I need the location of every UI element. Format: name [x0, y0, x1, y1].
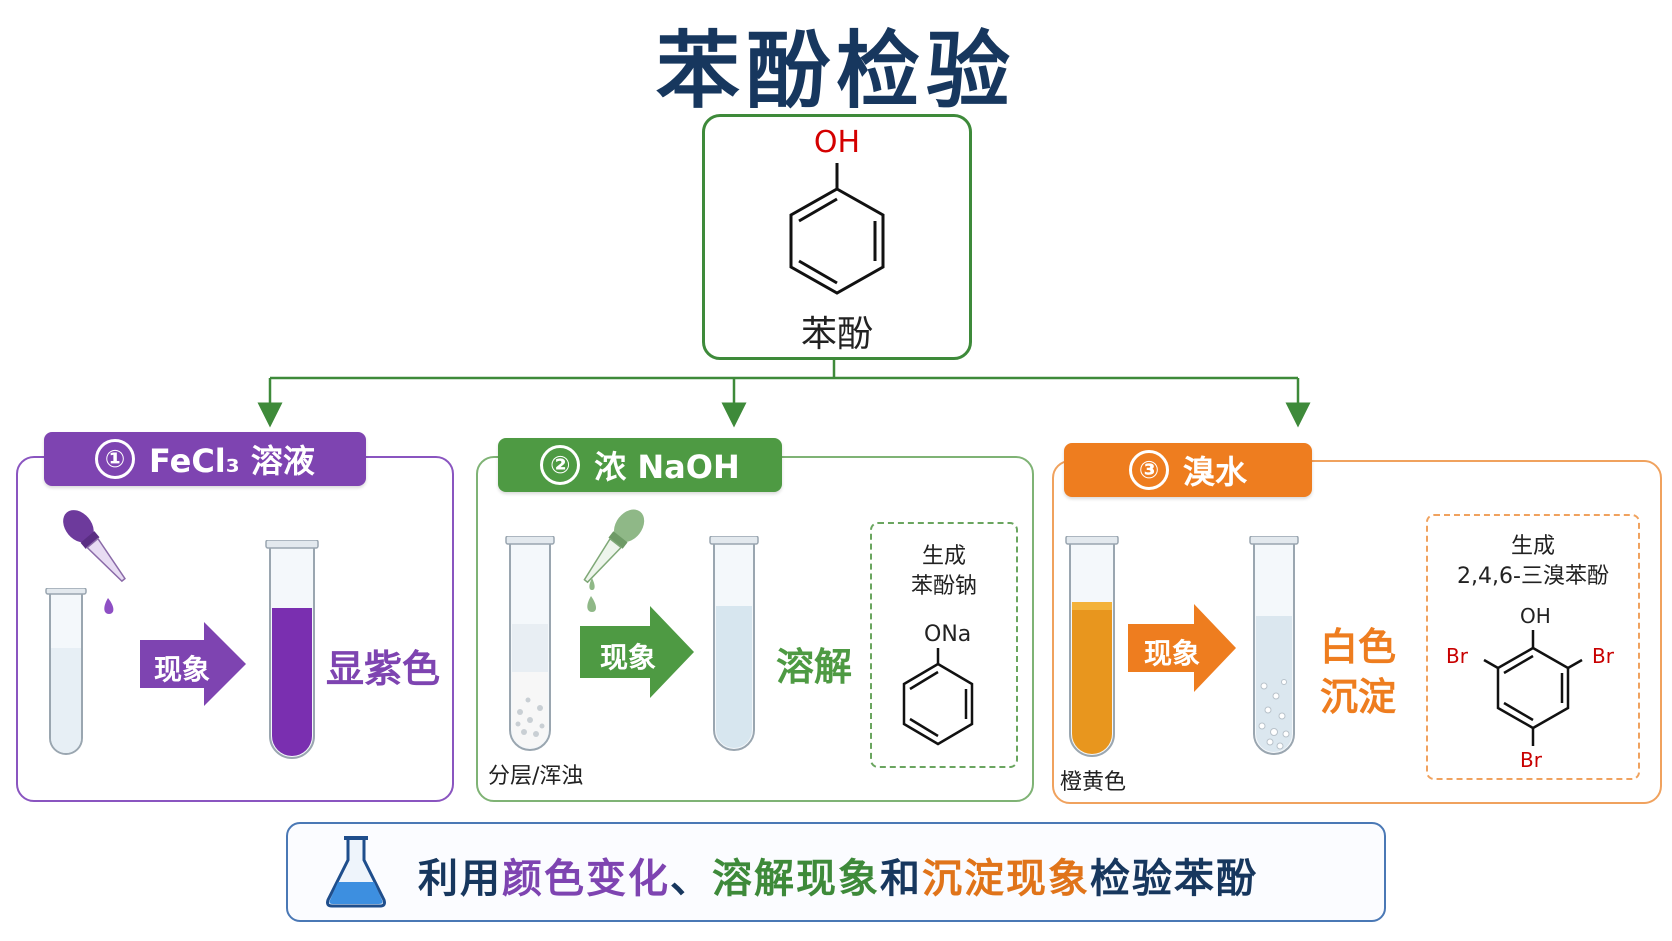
dropper-icon	[63, 510, 126, 614]
result-text: 溶解	[776, 645, 853, 689]
reagent-label: 浓 NaOH	[594, 448, 740, 486]
test-tube-cloudy-icon	[505, 536, 555, 751]
dropper-icon	[583, 509, 645, 612]
test-header-naoh: ② 浓 NaOH	[498, 438, 782, 492]
result-text: 显紫色	[326, 647, 441, 691]
test-header-bromine: ③ 溴水	[1064, 443, 1312, 497]
reagent-label: FeCl₃ 溶液	[149, 442, 315, 480]
phenol-structure-box: OH 苯酚	[702, 114, 972, 360]
hydroxyl-label: OH	[813, 125, 861, 160]
step-number: ③	[1128, 450, 1169, 490]
compound-name: 苯酚	[800, 314, 873, 355]
summary-part: 利用	[418, 856, 502, 902]
step-number: ①	[95, 439, 136, 479]
result-arrow	[580, 606, 694, 698]
product-title-line2: 2,4,6-三溴苯酚	[1457, 564, 1609, 589]
product-oh-label: OH	[1520, 604, 1551, 628]
before-label: 橙黄色	[1060, 770, 1127, 795]
product-title-line2: 苯酚钠	[910, 574, 977, 599]
summary-part: 、	[670, 856, 712, 902]
step-number: ②	[540, 445, 581, 485]
summary-banner: 利用颜色变化、溶解现象和沉淀现象检验苯酚	[286, 822, 1386, 922]
test-header-fecl3: ① FeCl₃ 溶液	[44, 432, 366, 486]
arrow-label: 现象	[600, 641, 657, 674]
arrow-label: 现象	[154, 653, 211, 686]
benzene-ring-icon	[902, 648, 974, 746]
test-tube-precipitate-icon	[1249, 536, 1299, 755]
summary-text: 利用颜色变化、溶解现象和沉淀现象检验苯酚	[418, 846, 1258, 904]
benzene-ring-icon	[789, 163, 885, 295]
summary-color-change: 颜色变化	[502, 856, 670, 902]
test-tube-empty-icon	[45, 588, 87, 755]
arrow-label: 现象	[1144, 637, 1201, 670]
bromine-label-right: Br	[1592, 644, 1614, 668]
summary-part: 检验苯酚	[1090, 856, 1258, 902]
page-title: 苯酚检验	[655, 22, 1016, 120]
test-tube-orange-icon	[1065, 536, 1119, 757]
product-box-sodium-phenoxide: 生成 苯酚钠 ONa	[870, 522, 1018, 768]
product-title-line1: 生成	[1510, 534, 1555, 559]
product-group-label: ONa	[924, 622, 972, 647]
bromine-label-bottom: Br	[1520, 748, 1542, 772]
summary-part: 和	[880, 856, 922, 902]
product-box-tribromophenol: 生成 2,4,6-三溴苯酚 OH Br Br Br	[1426, 514, 1640, 780]
reagent-label: 溴水	[1182, 453, 1247, 491]
bromine-label-left: Br	[1446, 644, 1468, 668]
summary-precipitate: 沉淀现象	[922, 856, 1090, 902]
result-text-line2: 沉淀	[1320, 675, 1397, 719]
result-arrow	[1128, 604, 1236, 692]
test-tube-clear-icon	[709, 536, 759, 751]
flask-icon	[326, 836, 386, 908]
result-text-line1: 白色	[1320, 625, 1397, 669]
benzene-ring-icon	[1483, 630, 1583, 746]
summary-dissolution: 溶解现象	[712, 856, 880, 902]
result-arrow	[140, 622, 246, 706]
test-tube-purple-icon	[265, 540, 319, 759]
product-title-line1: 生成	[921, 544, 966, 569]
before-label: 分层/浑浊	[488, 764, 584, 789]
